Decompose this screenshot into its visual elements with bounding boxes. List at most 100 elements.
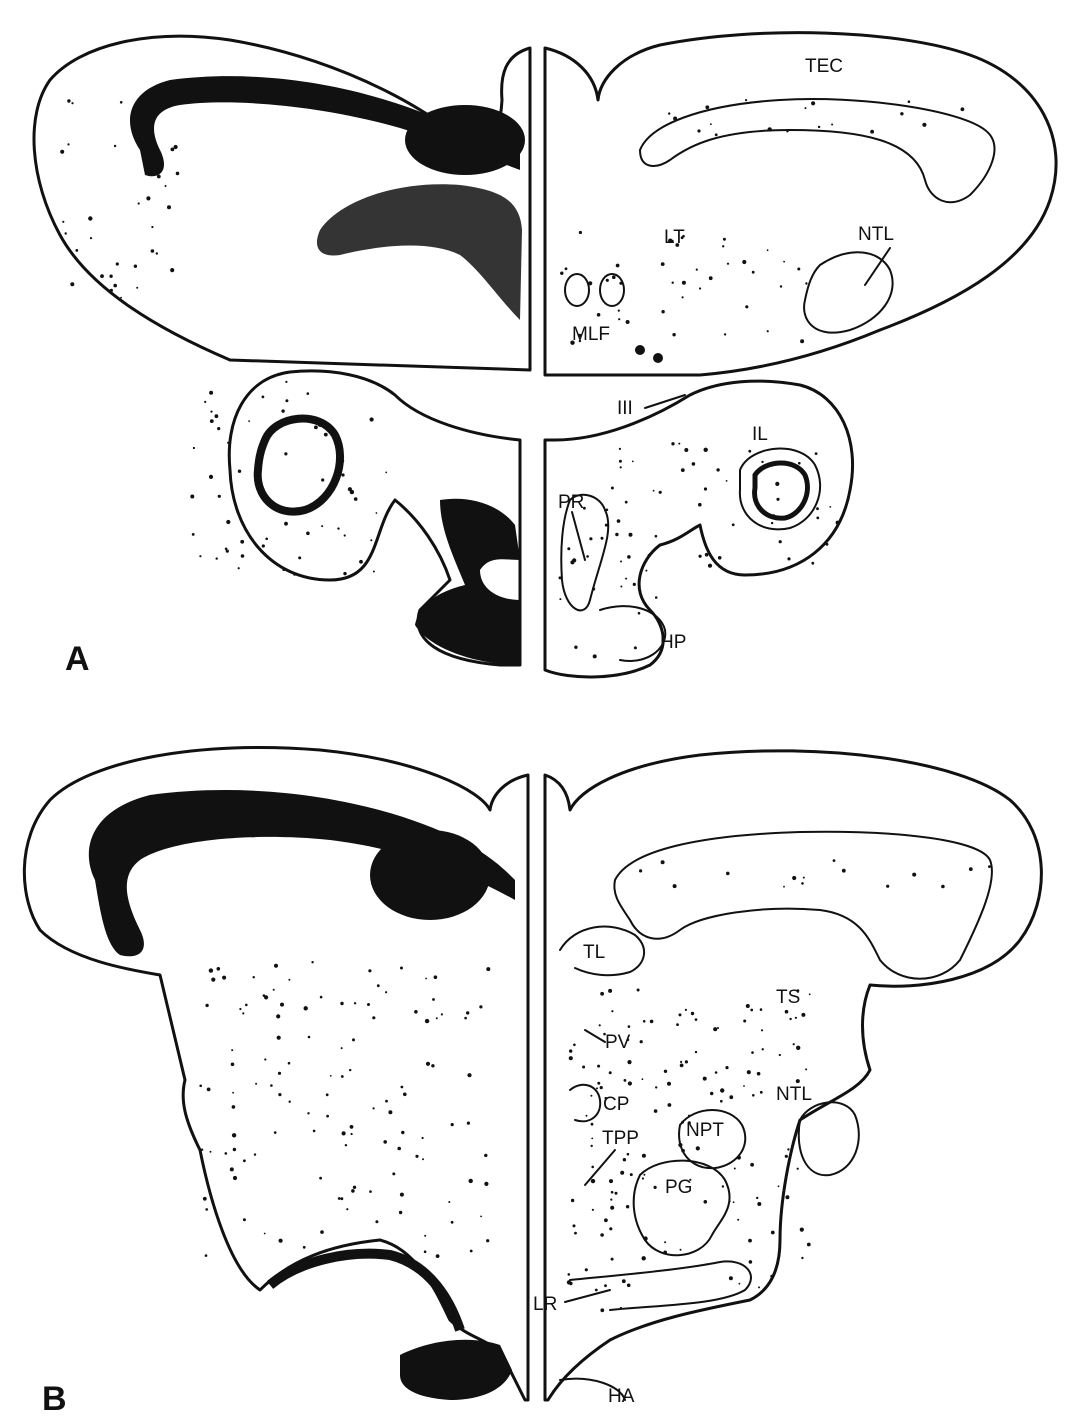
- stipple-dot: [703, 1077, 707, 1081]
- stipple-dot: [661, 860, 665, 864]
- stipple-dot: [353, 1186, 356, 1189]
- label-lr: LR: [533, 1294, 557, 1315]
- stipple-dot: [560, 272, 563, 275]
- stipple-dot: [591, 1123, 594, 1126]
- stipple-dot: [747, 1070, 751, 1074]
- stipple-dot: [710, 123, 712, 125]
- stipple-dot: [623, 1158, 626, 1161]
- stipple-dot: [785, 1195, 789, 1199]
- stipple-dot: [319, 1177, 322, 1180]
- stipple-dot: [432, 998, 435, 1001]
- stipple-dot: [569, 1049, 572, 1052]
- stipple-dot: [193, 447, 195, 449]
- stipple-dot: [661, 262, 665, 266]
- stipple-dot: [591, 1138, 593, 1140]
- stipple-dot: [833, 859, 836, 862]
- stipple-dot: [326, 1115, 329, 1118]
- stipple-dot: [134, 265, 137, 268]
- stipple-dot: [142, 102, 146, 106]
- stipple-dot: [643, 1020, 646, 1023]
- stipple-dot: [274, 1131, 277, 1134]
- stipple-dot: [604, 1218, 608, 1222]
- stipple-dot: [330, 1075, 332, 1077]
- stipple-dot: [722, 245, 724, 247]
- stipple-dot: [205, 1254, 208, 1257]
- stipple-dot: [770, 1275, 773, 1278]
- label-il: IL: [752, 424, 768, 445]
- stipple-dot: [988, 865, 991, 868]
- stipple-dot: [110, 289, 113, 292]
- stipple-dot: [796, 1079, 800, 1083]
- stipple-dot: [695, 1018, 698, 1021]
- stipple-dot: [318, 423, 322, 427]
- stipple-dot: [779, 540, 782, 543]
- stipple-dot: [627, 1153, 630, 1156]
- stipple-dot: [248, 420, 250, 422]
- stipple-dot: [625, 501, 628, 504]
- stipple-dot: [778, 1185, 780, 1187]
- stipple-dot: [370, 417, 374, 421]
- stipple-dot: [771, 1231, 775, 1235]
- stipple-dot: [829, 506, 831, 508]
- stipple-dot: [590, 1095, 592, 1097]
- stipple-dot: [695, 1051, 697, 1053]
- stipple-dot: [789, 1018, 791, 1020]
- stipple-dot: [578, 334, 581, 337]
- stipple-dot: [231, 1049, 233, 1051]
- stipple-dot: [655, 535, 658, 538]
- stipple-dot: [570, 341, 574, 345]
- stipple-dot: [720, 1100, 723, 1103]
- stipple-dot: [664, 1070, 667, 1073]
- stipple-dot: [146, 196, 150, 200]
- stipple-dot: [230, 1167, 234, 1171]
- stipple-dot: [425, 1019, 429, 1023]
- stipple-dot: [232, 1092, 234, 1094]
- stipple-dot: [779, 1054, 781, 1056]
- stipple-dot: [573, 1044, 576, 1047]
- stipple-dot: [415, 1155, 418, 1158]
- panel-a-left-dark-blob: [405, 105, 525, 175]
- stipple-dot: [624, 1079, 627, 1082]
- panel-b-left-dark-blob: [370, 830, 490, 920]
- stipple-dot: [775, 482, 779, 486]
- stipple-dot: [71, 102, 73, 104]
- label-ts: TS: [776, 987, 800, 1008]
- stipple-dot: [681, 1149, 685, 1153]
- stipple-dot: [227, 442, 229, 444]
- stipple-dot: [210, 411, 212, 413]
- stipple-dot: [815, 452, 818, 455]
- stipple-dot: [288, 979, 290, 981]
- stipple-dot: [217, 427, 220, 430]
- stipple-dot: [313, 1130, 316, 1133]
- stipple-dot: [90, 237, 92, 239]
- stipple-dot: [698, 503, 702, 507]
- stipple-dot: [752, 271, 755, 274]
- stipple-dot: [373, 571, 375, 573]
- stipple-dot: [233, 1176, 237, 1180]
- stipple-dot: [324, 433, 328, 437]
- stipple-dot: [592, 587, 595, 590]
- stipple-dot: [640, 1040, 643, 1043]
- stipple-dot: [642, 1078, 644, 1080]
- stipple-dot: [573, 1224, 576, 1227]
- stipple-dot: [218, 495, 221, 498]
- stipple-dot: [837, 525, 839, 527]
- stipple-dot: [264, 1058, 266, 1060]
- stipple-dot: [637, 989, 640, 992]
- stipple-dot: [254, 1153, 256, 1155]
- stipple-dot: [870, 130, 874, 134]
- stipple-dot: [733, 1201, 735, 1203]
- stipple-dot: [699, 555, 702, 558]
- stipple-dot: [211, 978, 215, 982]
- stipple-dot: [401, 1086, 404, 1089]
- stipple-dot: [616, 264, 620, 268]
- stipple-dot: [729, 1276, 733, 1280]
- stipple-dot: [619, 448, 621, 450]
- stipple-dot: [401, 1131, 404, 1134]
- stipple-dot: [800, 1228, 804, 1232]
- stipple-dot: [385, 991, 387, 993]
- stipple-dot: [203, 1197, 207, 1201]
- stipple-dot: [797, 268, 800, 271]
- stipple-dot: [680, 1249, 682, 1251]
- stipple-dot: [226, 520, 230, 524]
